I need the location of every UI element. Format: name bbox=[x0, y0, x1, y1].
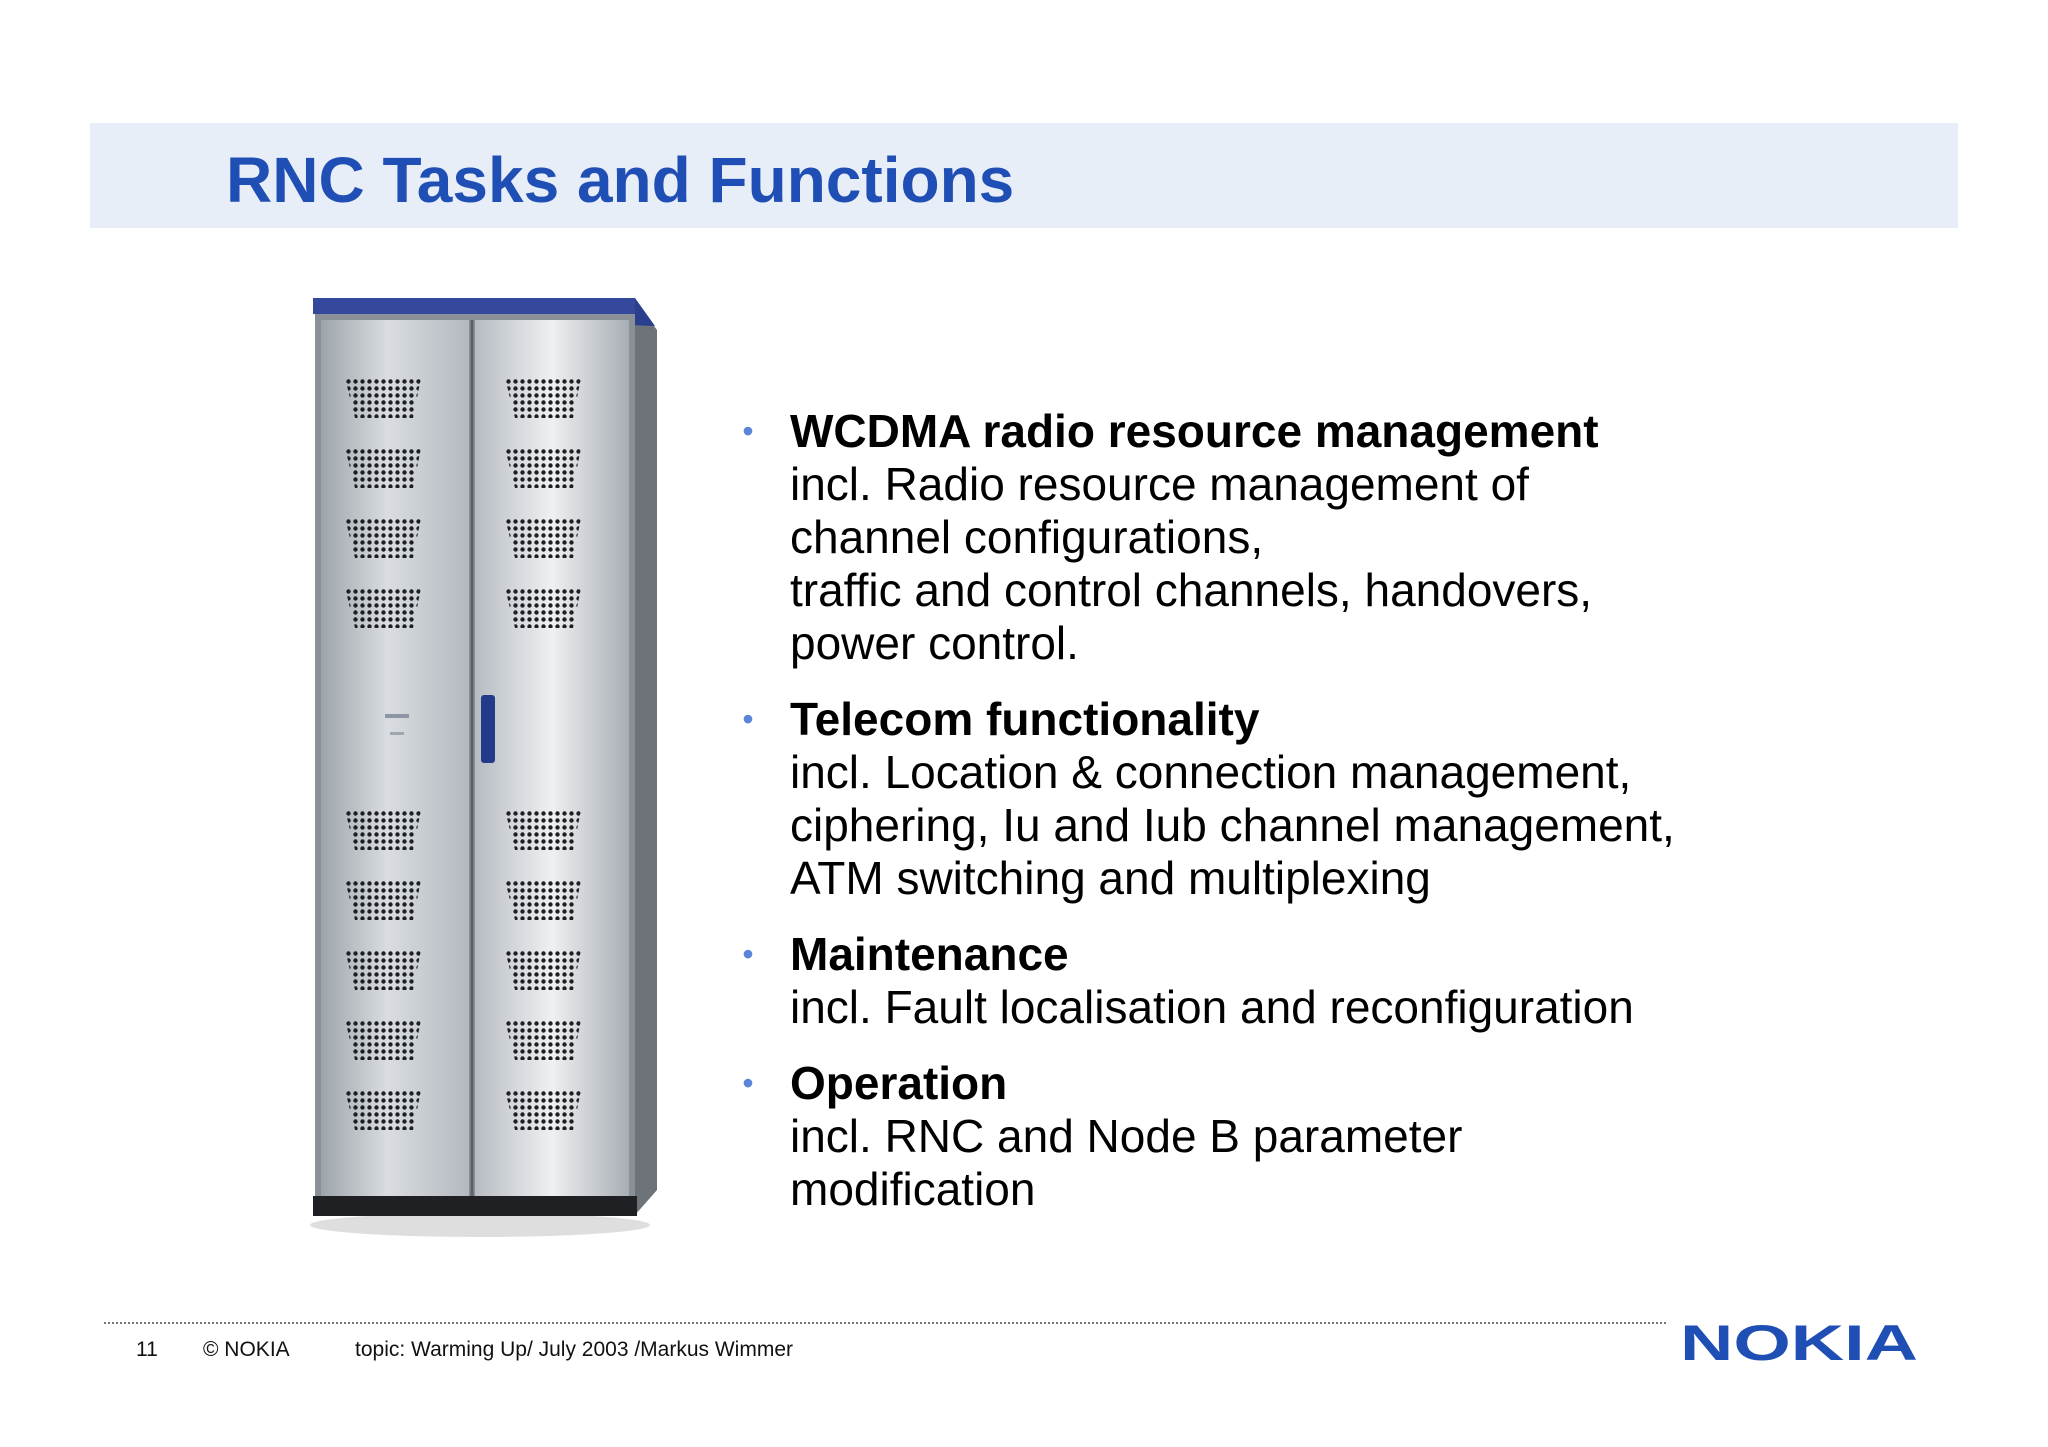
bullet-line: ciphering, Iu and Iub channel management… bbox=[790, 799, 1675, 851]
footer-copyright: © NOKIA bbox=[203, 1338, 290, 1361]
nokia-logo-text: NOKIA bbox=[1680, 1318, 1918, 1364]
bullet-line: ATM switching and multiplexing bbox=[790, 852, 1431, 904]
bullet-heading: WCDMA radio resource management bbox=[790, 405, 1599, 457]
bullet-line: modification bbox=[790, 1163, 1036, 1215]
bullet-icon: • bbox=[742, 413, 754, 449]
footer-divider bbox=[104, 1322, 1666, 1324]
bullet-item: • Maintenance incl. Fault localisation a… bbox=[733, 928, 1953, 1034]
bullet-item: • Operation incl. RNC and Node B paramet… bbox=[733, 1057, 1953, 1216]
bullet-icon: • bbox=[742, 936, 754, 972]
bullet-item: • WCDMA radio resource management incl. … bbox=[733, 405, 1953, 670]
bullet-list: • WCDMA radio resource management incl. … bbox=[733, 405, 1953, 1239]
bullet-line: incl. RNC and Node B parameter bbox=[790, 1110, 1463, 1162]
bullet-heading: Operation bbox=[790, 1057, 1008, 1109]
bullet-line: traffic and control channels, handovers, bbox=[790, 564, 1593, 616]
bullet-line: incl. Location & connection management, bbox=[790, 746, 1632, 798]
slide-title: RNC Tasks and Functions bbox=[226, 144, 1015, 216]
title-band: RNC Tasks and Functions bbox=[90, 123, 1958, 228]
nokia-logo: NOKIA bbox=[1680, 1318, 1918, 1364]
rnc-cabinet-image bbox=[310, 298, 657, 1237]
bullet-icon: • bbox=[742, 1065, 754, 1101]
bullet-line: incl. Radio resource management of bbox=[790, 458, 1529, 510]
bullet-heading: Maintenance bbox=[790, 928, 1069, 980]
bullet-heading: Telecom functionality bbox=[790, 693, 1260, 745]
bullet-line: channel configurations, bbox=[790, 511, 1264, 563]
footer-topic: topic: Warming Up/ July 2003 /Markus Wim… bbox=[355, 1338, 793, 1361]
bullet-line: incl. Fault localisation and reconfigura… bbox=[790, 981, 1634, 1033]
bullet-icon: • bbox=[742, 701, 754, 737]
footer-page-number: 11 bbox=[136, 1338, 158, 1361]
bullet-item: • Telecom functionality incl. Location &… bbox=[733, 693, 1953, 905]
bullet-line: power control. bbox=[790, 617, 1079, 669]
